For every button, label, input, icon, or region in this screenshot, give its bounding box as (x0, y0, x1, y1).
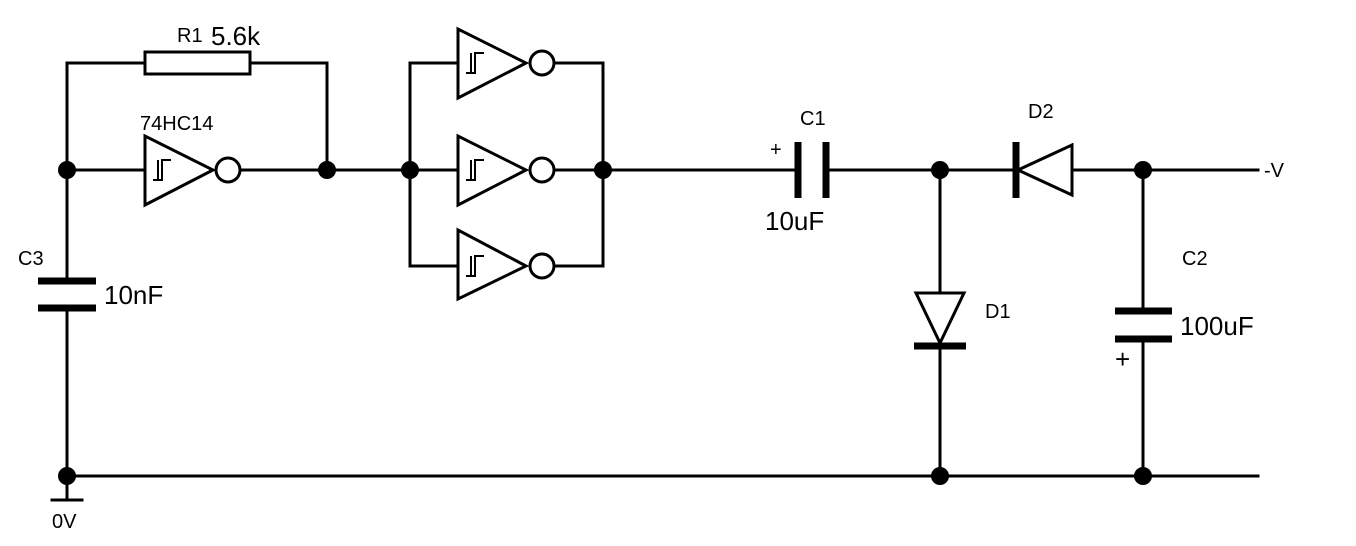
label-c2: C2 (1182, 248, 1208, 270)
resistor-r1 (143, 50, 252, 76)
label-ic: 74HC14 (140, 113, 213, 135)
label-c2-plus: + (1115, 344, 1130, 374)
inverter-buffer-1 (456, 26, 556, 101)
inverter-buffer-3 (456, 227, 556, 302)
label-c2-value: 100uF (1180, 311, 1254, 341)
capacitor-c2 (1115, 307, 1172, 343)
diode-d1 (913, 291, 967, 350)
label-ground: 0V (52, 511, 77, 533)
capacitor-c1 (794, 142, 830, 198)
label-c1: C1 (800, 108, 826, 130)
inverter-buffer-2 (456, 133, 556, 208)
wire-feedback (65, 61, 329, 172)
label-c3-value: 10nF (104, 280, 163, 310)
wire-buffer-inputs (408, 61, 460, 268)
diode-d2 (1012, 142, 1074, 198)
label-r1: R1 (177, 25, 203, 47)
label-c1-value: 10uF (765, 206, 824, 236)
label-output: -V (1264, 160, 1285, 182)
capacitor-c3 (38, 277, 96, 312)
junctions (58, 161, 1152, 485)
label-d2: D2 (1028, 101, 1054, 123)
wires (50, 61, 1260, 502)
label-d1: D1 (985, 301, 1011, 323)
inverter-oscillator (143, 133, 242, 208)
label-c1-plus: + (770, 139, 782, 161)
label-r1-value: 5.6k (211, 21, 261, 51)
label-c3: C3 (18, 248, 44, 270)
